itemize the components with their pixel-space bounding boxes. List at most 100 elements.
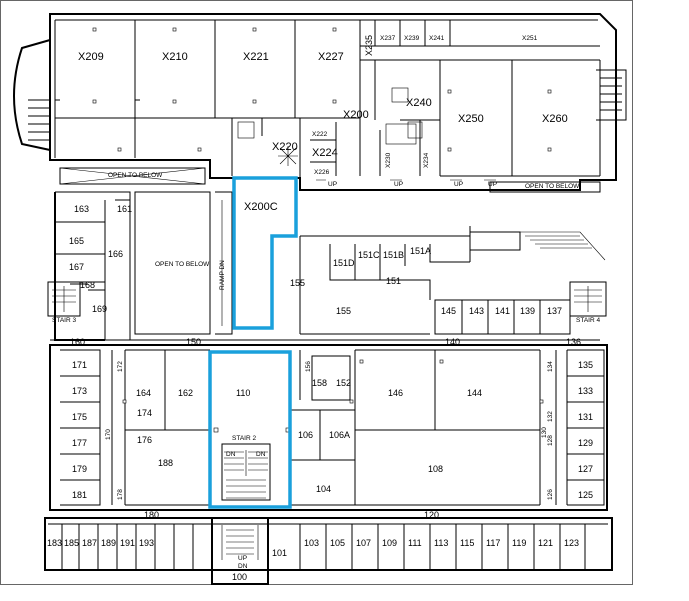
south-wing — [49, 344, 608, 511]
room-165: 165 — [69, 236, 84, 246]
room-126: 126 — [547, 489, 554, 500]
room-105: 105 — [330, 538, 345, 548]
room-x250: X250 — [458, 113, 484, 125]
room-x237: X237 — [380, 35, 396, 42]
room-191: 191 — [120, 538, 135, 548]
up-label-4: UP — [488, 181, 497, 188]
room-113: 113 — [434, 538, 448, 548]
middle-section — [47, 191, 607, 341]
stair-2-dn-right: DN — [256, 451, 266, 458]
room-146: 146 — [388, 388, 403, 398]
room-189: 189 — [101, 538, 116, 548]
room-145: 145 — [441, 306, 456, 316]
room-160: 160 — [70, 337, 85, 347]
room-100: 100 — [232, 572, 247, 582]
room-121: 121 — [538, 538, 553, 548]
room-x221: X221 — [243, 51, 269, 63]
room-141: 141 — [495, 306, 510, 316]
room-177: 177 — [72, 438, 87, 448]
room-x222: X222 — [312, 131, 328, 138]
room-132: 132 — [547, 411, 554, 422]
room-111: 111 — [408, 538, 422, 548]
room-167: 167 — [69, 262, 84, 272]
room-161: 161 — [117, 204, 132, 214]
ramp-dn-label: RAMP DN — [219, 260, 226, 290]
room-179: 179 — [72, 464, 87, 474]
room-x235: X235 — [364, 35, 374, 56]
room-x209: X209 — [78, 51, 104, 63]
room-x220: X220 — [272, 141, 298, 153]
room-151d: 151D — [333, 258, 355, 268]
highlighted-room-110[interactable] — [208, 350, 292, 509]
room-150: 150 — [186, 337, 201, 347]
room-115: 115 — [460, 538, 474, 548]
stair-3-label: STAIR 3 — [52, 317, 76, 324]
room-103: 103 — [304, 538, 319, 548]
room-130: 130 — [541, 427, 548, 438]
room-176: 176 — [137, 435, 152, 445]
room-151c: 151C — [358, 250, 380, 260]
room-188: 188 — [158, 458, 173, 468]
open-to-below-north: OPEN TO BELOW — [108, 172, 163, 179]
stair-4-label: STAIR 4 — [576, 317, 600, 324]
room-193: 193 — [139, 538, 154, 548]
room-133: 133 — [578, 386, 593, 396]
highlighted-room-x200c[interactable] — [232, 176, 298, 330]
room-185: 185 — [64, 538, 79, 548]
room-143: 143 — [469, 306, 484, 316]
room-174: 174 — [137, 408, 152, 418]
room-134: 134 — [547, 361, 554, 372]
room-163: 163 — [74, 204, 89, 214]
room-x210: X210 — [162, 51, 188, 63]
up-label-2: UP — [394, 181, 403, 188]
room-166: 166 — [108, 249, 123, 259]
stair-2-dn-left: DN — [226, 451, 236, 458]
room-135: 135 — [578, 360, 593, 370]
room-164: 164 — [136, 388, 151, 398]
room-172: 172 — [117, 361, 124, 372]
room-171: 171 — [72, 360, 87, 370]
room-140: 140 — [445, 337, 460, 347]
room-x200: X200 — [343, 109, 369, 121]
room-x239: X239 — [404, 35, 420, 42]
room-151b: 151B — [383, 250, 404, 260]
room-120: 120 — [424, 510, 439, 520]
room-127: 127 — [578, 464, 593, 474]
room-144: 144 — [467, 388, 482, 398]
room-108: 108 — [428, 464, 443, 474]
room-151: 151 — [386, 276, 401, 286]
room-136: 136 — [566, 337, 581, 347]
room-104: 104 — [316, 484, 331, 494]
room-119: 119 — [512, 538, 526, 548]
room-158: 158 — [312, 378, 327, 388]
room-106a: 106A — [329, 430, 350, 440]
room-152: 152 — [336, 378, 351, 388]
room-139: 139 — [520, 306, 535, 316]
room-117: 117 — [486, 538, 500, 548]
entry-dn-label: DN — [238, 563, 248, 570]
room-173: 173 — [72, 386, 87, 396]
room-131: 131 — [578, 412, 593, 422]
room-labels: X209 X210 X221 X227 X235 X237 X239 X241 … — [47, 35, 600, 582]
room-125: 125 — [578, 490, 593, 500]
room-x260: X260 — [542, 113, 568, 125]
room-129: 129 — [578, 438, 593, 448]
room-107: 107 — [356, 538, 371, 548]
room-187: 187 — [82, 538, 97, 548]
room-x226: X226 — [314, 169, 330, 176]
open-to-below-north-east: OPEN TO BELOW — [525, 183, 580, 190]
open-to-below-center: OPEN TO BELOW — [155, 261, 210, 268]
room-x230: X230 — [385, 152, 392, 168]
room-151a: 151A — [410, 246, 431, 256]
room-156: 156 — [305, 361, 312, 372]
up-label-3: UP — [454, 181, 463, 188]
room-x241: X241 — [429, 35, 445, 42]
room-x227: X227 — [318, 51, 344, 63]
room-101: 101 — [272, 548, 287, 558]
up-label-1: UP — [328, 181, 337, 188]
room-110: 110 — [236, 388, 250, 398]
room-x234: X234 — [423, 152, 430, 168]
room-178: 178 — [117, 489, 124, 500]
room-155-north: 155 — [290, 278, 305, 288]
